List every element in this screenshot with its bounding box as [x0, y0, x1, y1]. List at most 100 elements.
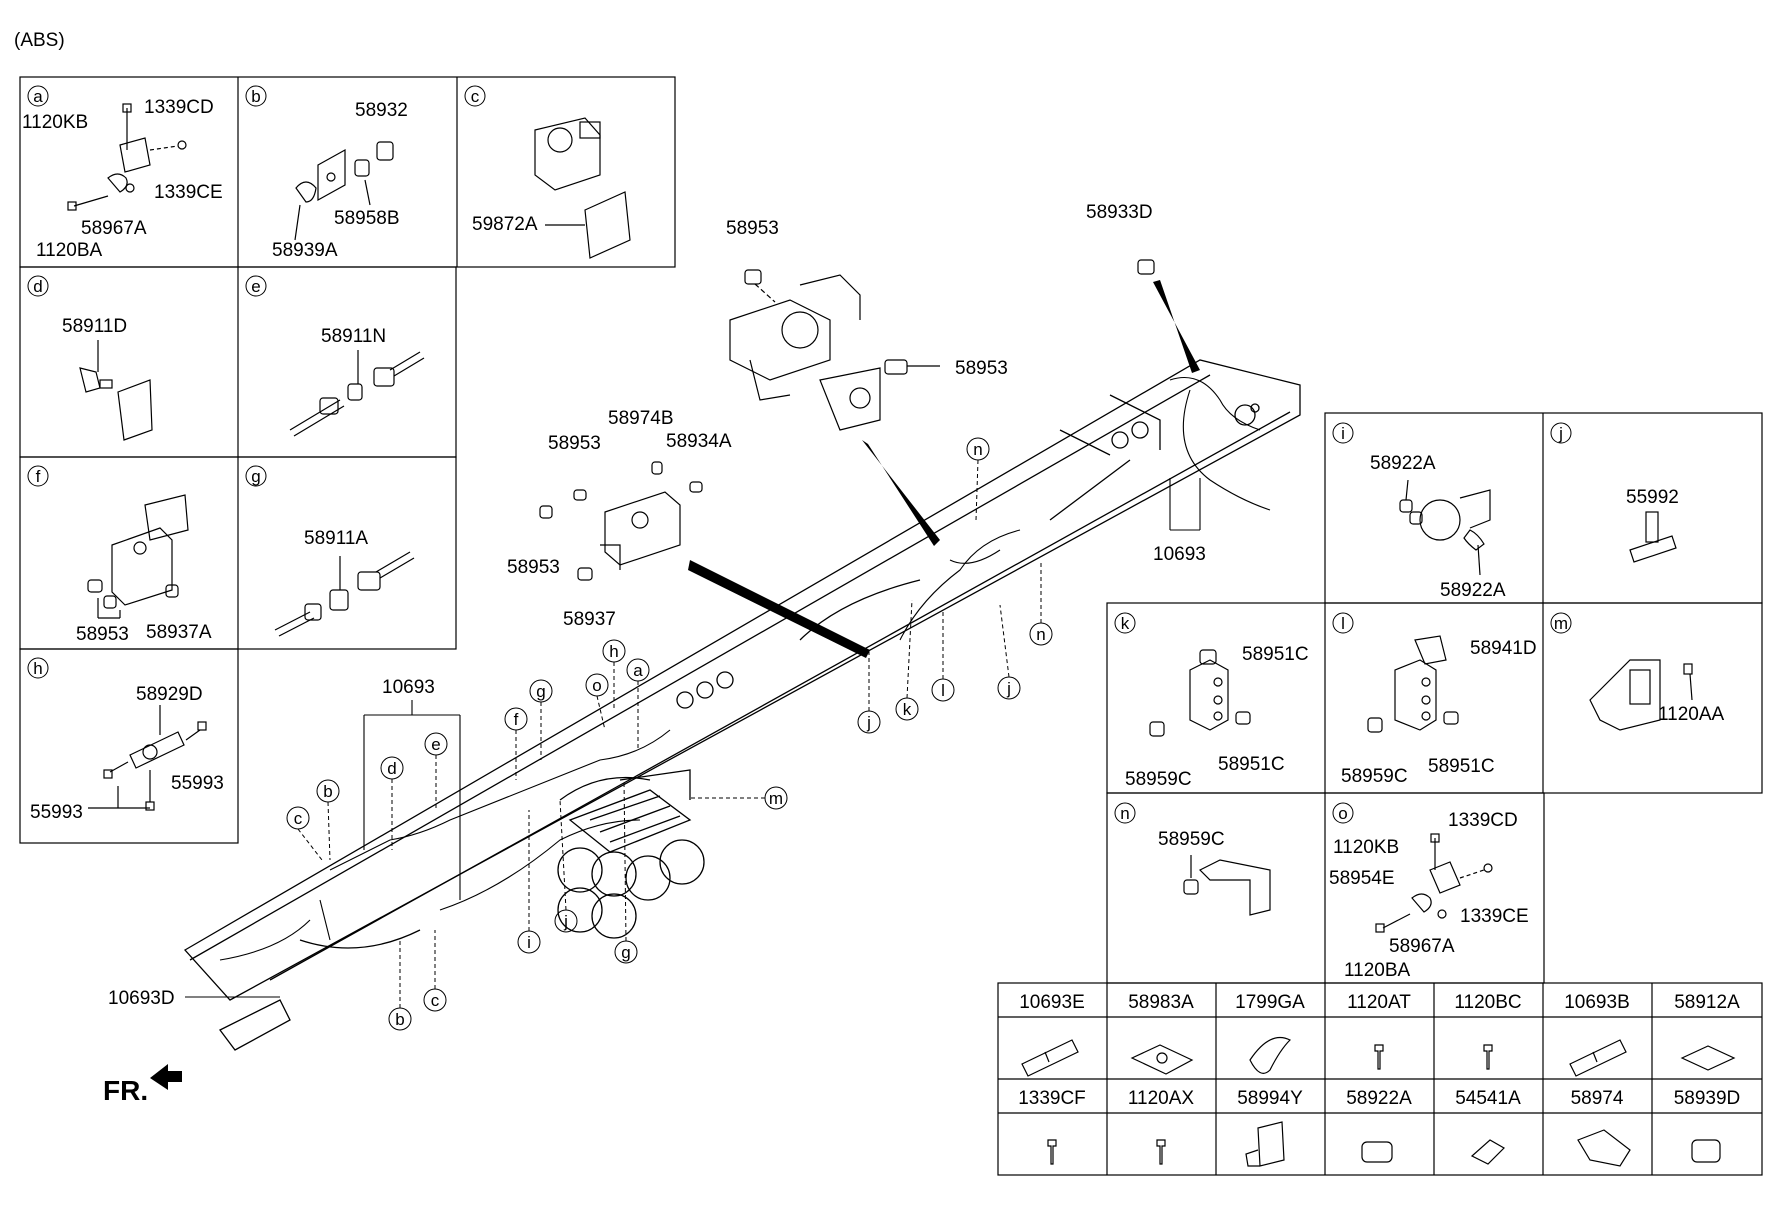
- front-direction-indicator: FR.: [103, 1064, 182, 1106]
- air-tank-cluster: [557, 769, 705, 939]
- callout-marker: c: [286, 806, 323, 861]
- inset-o-marker: [1332, 802, 1354, 824]
- inset-m-letter: m: [1554, 614, 1568, 633]
- callout-marker: n: [966, 437, 990, 521]
- part-label: 1120BA: [1344, 960, 1411, 981]
- parts-table-header-row1: 10693E 58983A 1799GA 1120AT 1120BC 10693…: [1019, 992, 1740, 1013]
- svg-text:j: j: [563, 912, 568, 931]
- svg-text:j: j: [866, 713, 871, 732]
- callout-marker: b: [316, 779, 340, 861]
- diagram-title: (ABS): [14, 30, 65, 51]
- part-label: 1339CD: [1448, 810, 1518, 831]
- callout-marker: f: [504, 707, 528, 780]
- svg-text:b: b: [323, 782, 332, 801]
- callout-marker: a: [626, 658, 650, 750]
- valve-drawing: [1399, 479, 1491, 576]
- callout-marker: e: [424, 732, 448, 810]
- fitting-icon: [1361, 1141, 1393, 1163]
- part-label: 10693D: [108, 988, 175, 1009]
- inset-e: e 58911N: [245, 275, 425, 437]
- inset-i-letter: i: [1341, 424, 1345, 443]
- inset-g: g 58911A: [245, 465, 415, 637]
- inset-g-marker: [245, 465, 267, 487]
- svg-text:k: k: [903, 700, 912, 719]
- part-label: 58953: [726, 218, 779, 239]
- part-label: 58951C: [1242, 644, 1309, 665]
- svg-text:b: b: [395, 1010, 404, 1029]
- parts-table-grid: [997, 982, 1763, 1176]
- svg-text:d: d: [387, 759, 396, 778]
- inset-f-marker: [27, 465, 49, 487]
- inset-l-letter: l: [1341, 614, 1345, 633]
- inset-j: j 55992: [1550, 422, 1679, 563]
- table-cell: 54541A: [1455, 1088, 1521, 1109]
- frame-callouts: c b d e f g o h a m i j g b c j k l j n …: [286, 437, 1053, 1031]
- part-label: 1120KB: [1333, 837, 1399, 858]
- front-label: FR.: [103, 1075, 148, 1106]
- part-label: 58951C: [1218, 754, 1285, 775]
- part-label: 58953: [548, 433, 601, 454]
- callout-marker: l: [931, 610, 955, 702]
- part-label: 58958B: [334, 208, 400, 229]
- table-cell: 10693B: [1564, 992, 1630, 1013]
- inset-i-marker: [1332, 422, 1354, 444]
- elbow-drawing: [79, 340, 153, 441]
- part-label: 59872A: [472, 214, 538, 235]
- svg-text:f: f: [514, 710, 519, 729]
- callout-marker: j: [997, 604, 1021, 700]
- bolt-icon: [1156, 1139, 1166, 1165]
- svg-text:o: o: [592, 676, 601, 695]
- rear-fitting: [1137, 259, 1155, 275]
- part-label: 58953: [507, 557, 560, 578]
- table-cell: 10693E: [1019, 992, 1085, 1013]
- table-cell: 1120AT: [1347, 992, 1411, 1013]
- svg-text:h: h: [609, 642, 618, 661]
- inset-j-marker: [1550, 422, 1572, 444]
- inset-l-marker: [1332, 612, 1354, 634]
- table-cell: 1799GA: [1235, 992, 1305, 1013]
- hose-connector-icon: [1569, 1039, 1627, 1077]
- inset-k: k 58951C 58959C 58951C: [1114, 612, 1309, 790]
- clamp-hole-icon: [1156, 1052, 1168, 1064]
- tube-brackets: [185, 478, 1201, 998]
- part-label: 58932: [355, 100, 408, 121]
- inset-o: o 1339CD 1120KB 58954E 1339CE 58967A 112…: [1329, 802, 1529, 981]
- valve-drawing: [534, 117, 631, 259]
- part-label: 58934A: [666, 431, 732, 452]
- inset-l: l 58941D 58959C 58951C: [1332, 612, 1537, 787]
- inset-d-letter: d: [33, 277, 42, 296]
- relay-valve-assembly: [729, 269, 940, 431]
- part-label: 58922A: [1370, 453, 1436, 474]
- part-label: 58911A: [304, 528, 368, 549]
- bolt-icon: [1483, 1044, 1493, 1070]
- svg-text:m: m: [769, 789, 783, 808]
- inset-c: c 59872A: [464, 85, 631, 259]
- inset-c-letter: c: [471, 87, 480, 106]
- part-label: 1120KB: [22, 112, 88, 133]
- callout-marker: i: [517, 810, 541, 954]
- svg-text:c: c: [431, 991, 440, 1010]
- callout-marker: o: [585, 673, 609, 731]
- right-inset-grid: [1106, 412, 1763, 984]
- bracket-drawing: [1367, 635, 1459, 733]
- bracket-drawing: [1375, 833, 1493, 933]
- inset-i: i 58922A 58922A: [1332, 422, 1506, 601]
- callout-marker: h: [602, 639, 626, 710]
- inset-a: a 1120KB 1339CD 1339CE 58967A 1120BA: [22, 85, 223, 261]
- part-label: 58922A: [1440, 580, 1506, 601]
- inset-d: d 58911D: [27, 275, 153, 441]
- inset-m: m 1120AA: [1550, 612, 1725, 731]
- abs-module: [539, 461, 703, 581]
- table-cell: 1120BC: [1454, 992, 1521, 1013]
- inset-b-letter: b: [251, 87, 260, 106]
- part-label: 1120BA: [36, 240, 103, 261]
- harness-lines: [219, 376, 1271, 961]
- inset-e-marker: [245, 275, 267, 297]
- inset-g-letter: g: [251, 467, 260, 486]
- callout-marker: g: [614, 779, 638, 964]
- svg-text:g: g: [536, 682, 545, 701]
- fitting-drawing: [294, 141, 394, 241]
- part-label: 55992: [1626, 487, 1679, 508]
- inset-b: b 58932 58958B 58939A: [245, 85, 408, 261]
